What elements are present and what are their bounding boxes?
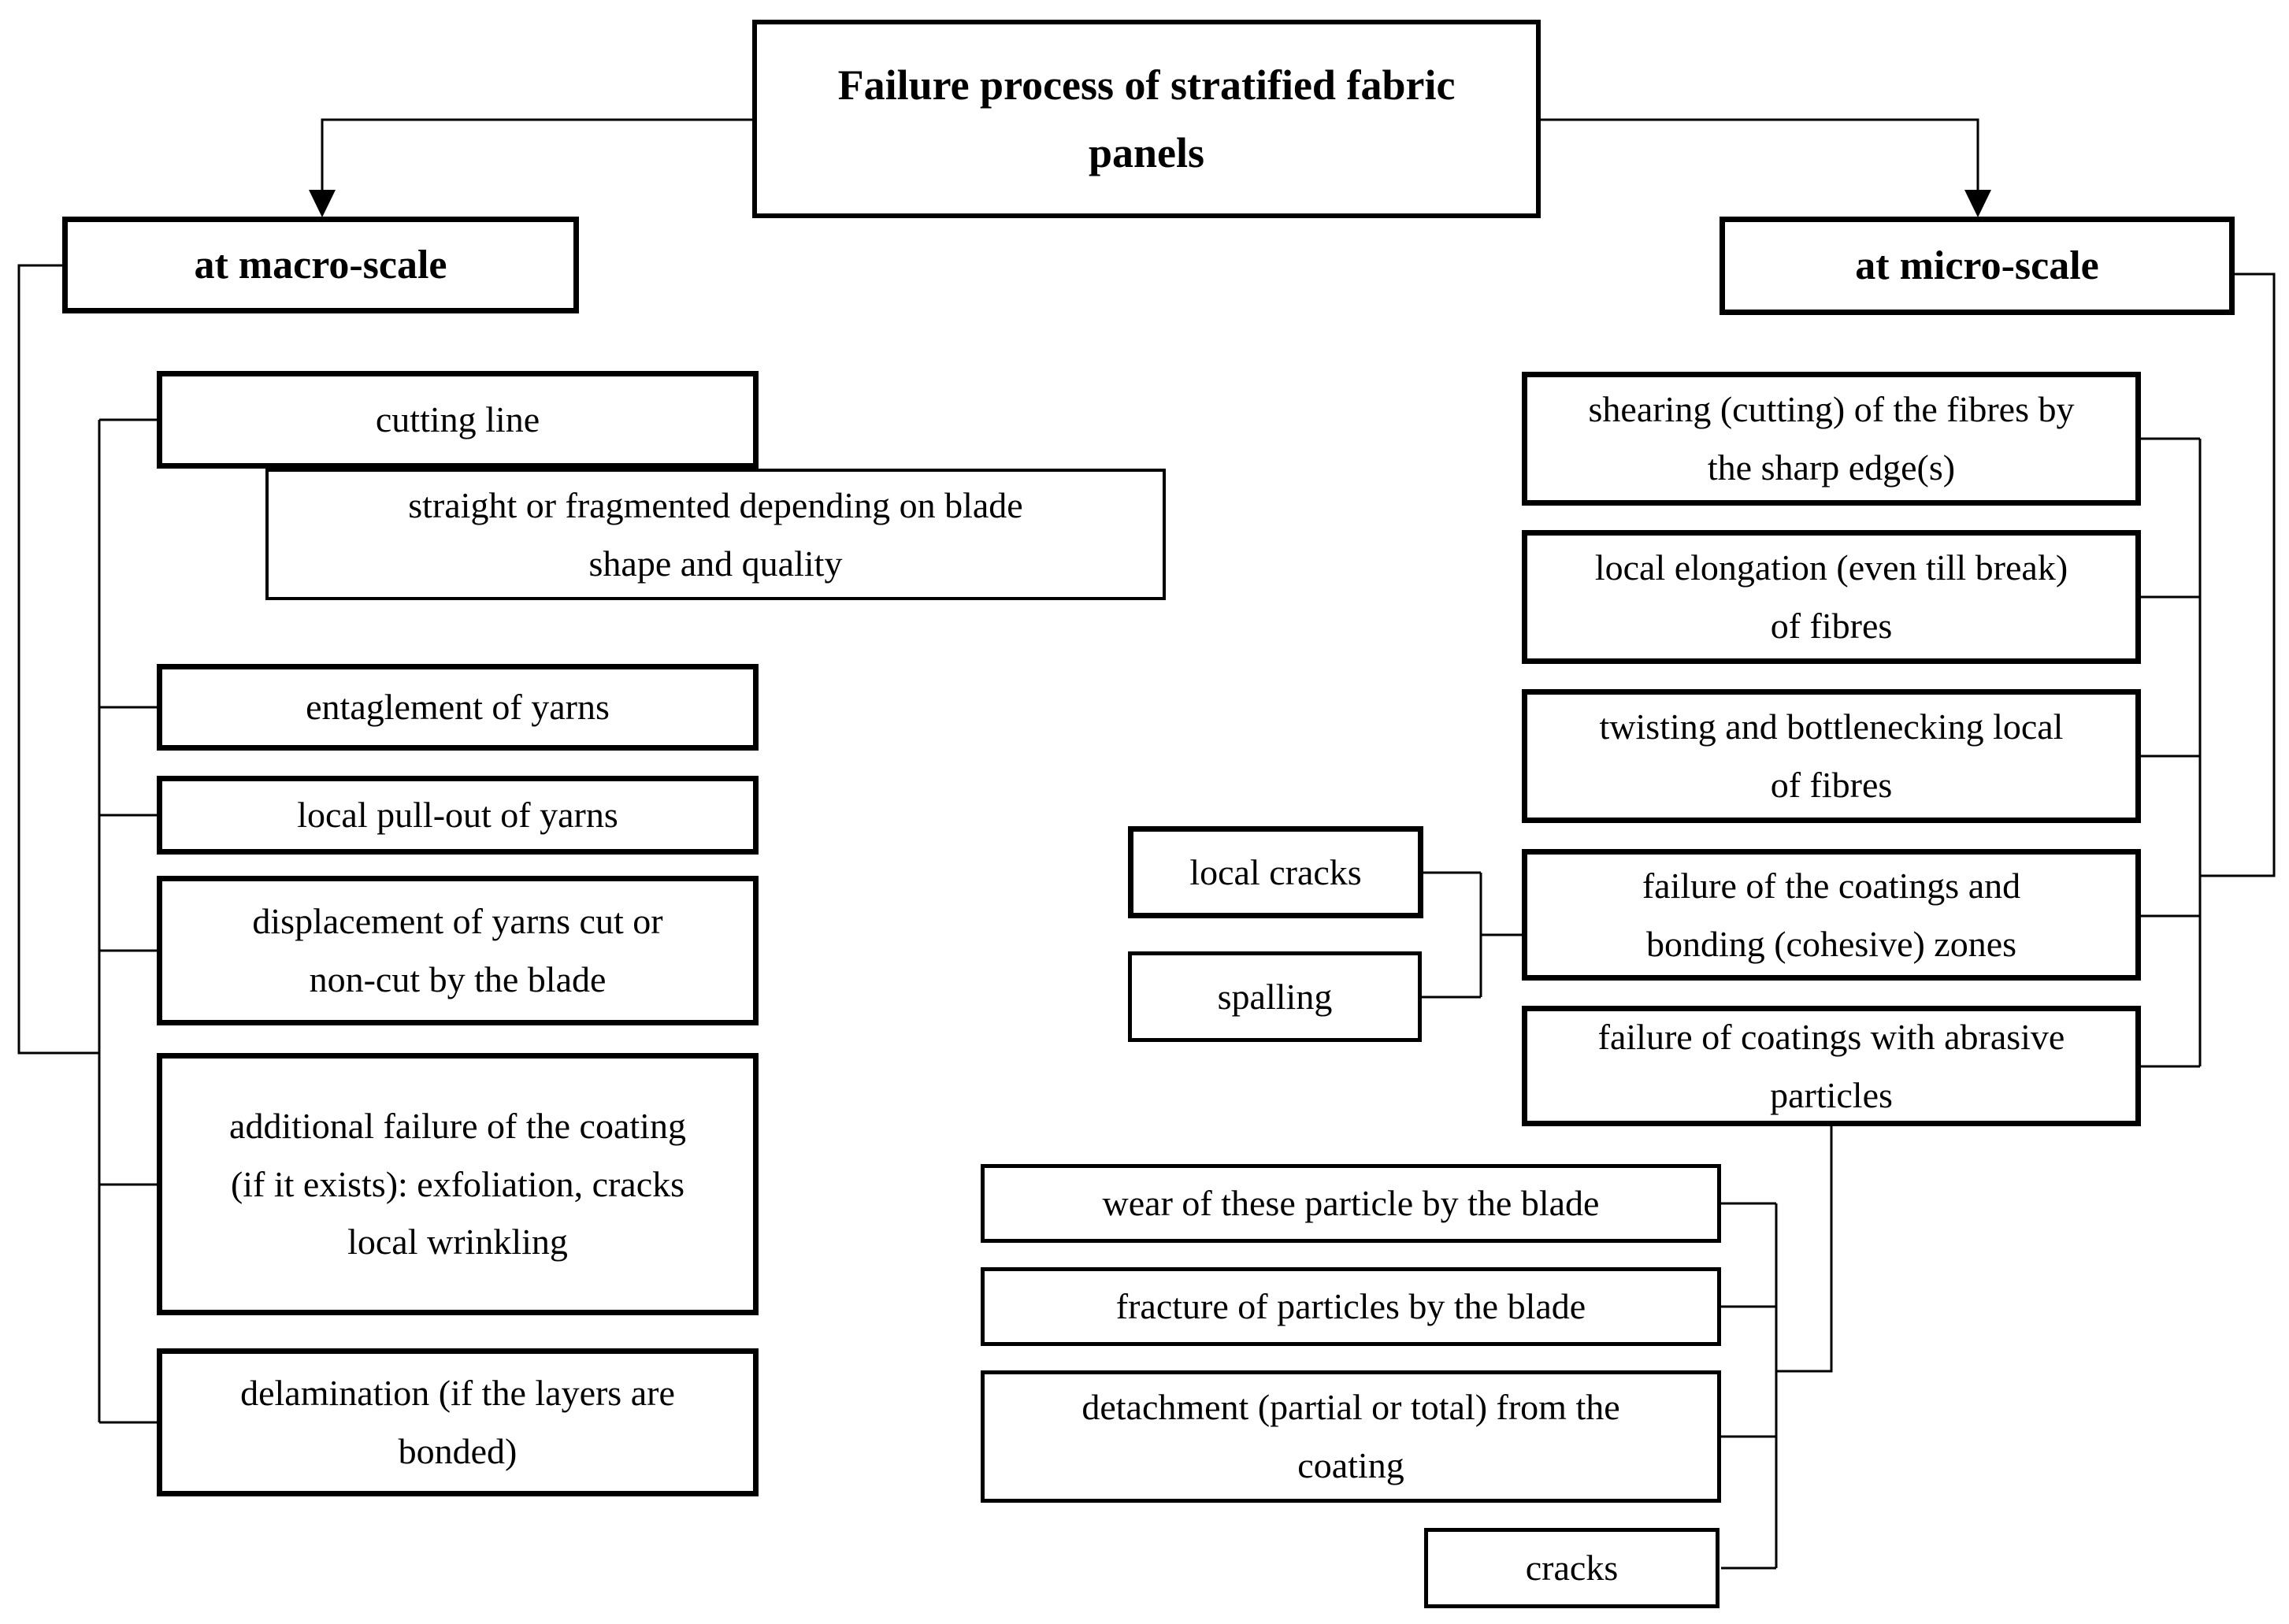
node-spalling: spalling: [1128, 951, 1422, 1042]
connector-title-to-macro: [321, 118, 752, 191]
node-cutting-line: cutting line: [157, 371, 759, 469]
node-delamination: delamination (if the layers are bonded): [157, 1348, 759, 1496]
arrowhead-down-icon: [309, 190, 336, 217]
arrowhead-down-icon: [1964, 190, 1991, 217]
node-displacement: displacement of yarns cut or non-cut by …: [157, 876, 759, 1025]
node-abrasive-coatings-failure: failure of coatings with abrasive partic…: [1522, 1006, 2141, 1126]
node-shearing: shearing (cutting) of the fibres by the …: [1522, 372, 2141, 506]
node-local-cracks: local cracks: [1128, 826, 1423, 918]
node-additional-coating-failure: additional failure of the coating (if it…: [157, 1053, 759, 1315]
branch-macro-scale: at macro-scale: [62, 217, 579, 313]
connector-micro-feed: [2200, 273, 2276, 877]
title-box: Failure process of stratified fabric pan…: [752, 20, 1541, 218]
connector-cracks-spalling: [1422, 871, 1522, 999]
node-cutting-line-detail: straight or fragmented depending on blad…: [265, 469, 1166, 600]
connector-macro-feed: [17, 264, 99, 1055]
node-elongation: local elongation (even till break) of fi…: [1522, 530, 2141, 664]
node-wear: wear of these particle by the blade: [981, 1164, 1721, 1243]
node-detachment: detachment (partial or total) from the c…: [981, 1370, 1721, 1503]
node-pull-out: local pull-out of yarns: [157, 776, 759, 855]
node-cracks: cracks: [1424, 1528, 1720, 1608]
node-entanglement: entaglement of yarns: [157, 664, 759, 751]
node-twisting: twisting and bottlenecking local of fibr…: [1522, 689, 2141, 823]
node-coatings-bonding-failure: failure of the coatings and bonding (coh…: [1522, 849, 2141, 981]
connector-abrasive-feed: [1776, 1126, 1833, 1373]
branch-micro-scale: at micro-scale: [1720, 217, 2235, 315]
connector-title-to-micro: [1541, 118, 1979, 191]
node-fracture: fracture of particles by the blade: [981, 1267, 1721, 1346]
